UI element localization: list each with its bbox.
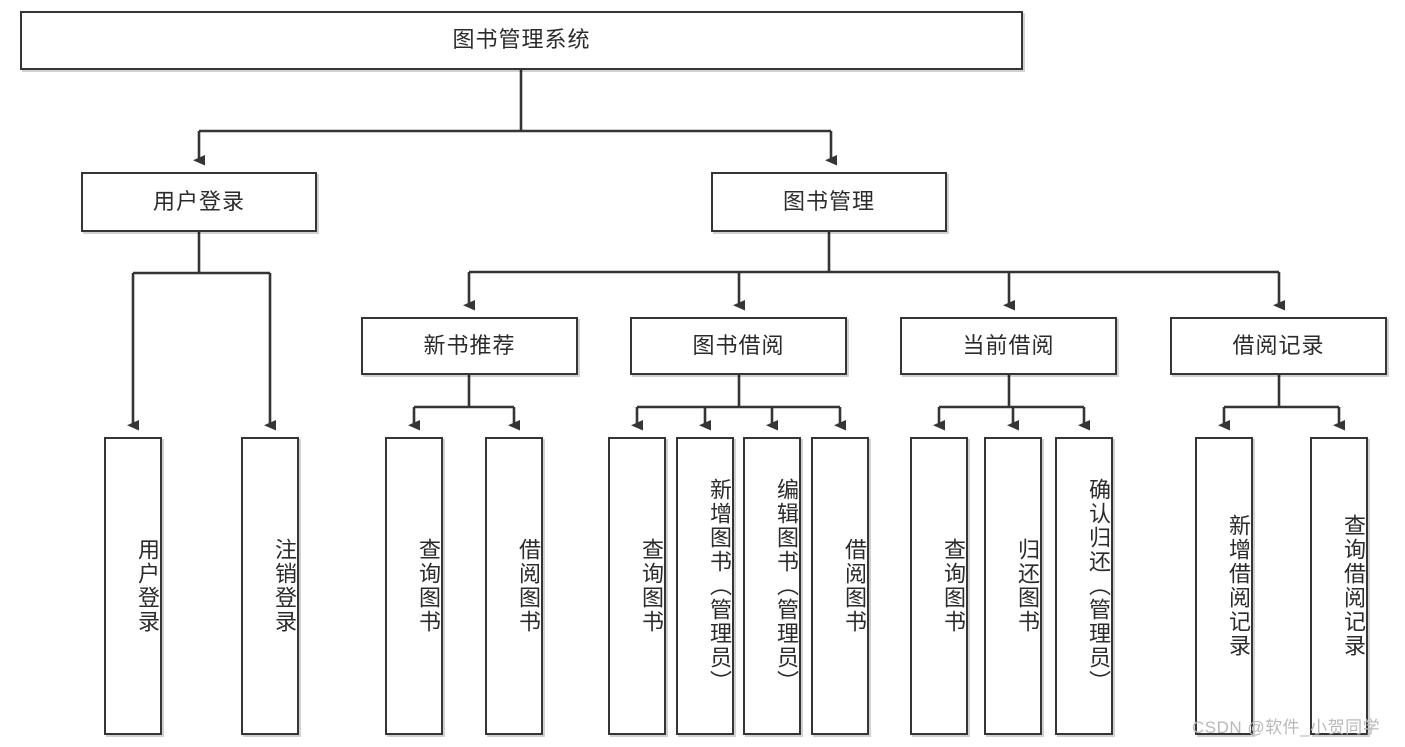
node-user-login-label: 用户登录 bbox=[152, 188, 245, 214]
node-borrow-record-label: 借阅记录 bbox=[1232, 332, 1325, 358]
node-leaf-borrow-book-recommend[interactable]: 借阅图书 bbox=[485, 437, 543, 735]
node-leaf-query-book-current-label: 查询图书 bbox=[941, 538, 966, 634]
node-leaf-add-borrow-record[interactable]: 新增借阅记录 bbox=[1195, 437, 1253, 735]
node-leaf-user-logout-label: 注销登录 bbox=[272, 538, 297, 634]
node-leaf-query-borrow-record[interactable]: 查询借阅记录 bbox=[1310, 437, 1368, 735]
node-leaf-add-book-admin[interactable]: 新增图书（管理员） bbox=[676, 437, 734, 735]
node-leaf-borrow-book-recommend-label: 借阅图书 bbox=[516, 538, 541, 634]
node-leaf-add-book-admin-label: 新增图书（管理员） bbox=[707, 478, 732, 694]
node-book-management-label: 图书管理 bbox=[782, 188, 875, 214]
node-leaf-user-login-label: 用户登录 bbox=[135, 538, 160, 634]
node-root-label: 图书管理系统 bbox=[452, 27, 591, 53]
node-leaf-query-book-recommend-label: 查询图书 bbox=[416, 538, 441, 634]
node-book-borrow[interactable]: 图书借阅 bbox=[630, 317, 847, 375]
node-leaf-edit-book-admin-label: 编辑图书（管理员） bbox=[774, 478, 799, 694]
node-leaf-borrow-book-label: 借阅图书 bbox=[842, 538, 867, 634]
node-leaf-return-book-label: 归还图书 bbox=[1015, 538, 1040, 634]
node-leaf-add-borrow-record-label: 新增借阅记录 bbox=[1226, 514, 1251, 658]
node-current-borrow[interactable]: 当前借阅 bbox=[900, 317, 1117, 375]
node-book-borrow-label: 图书借阅 bbox=[692, 332, 785, 358]
node-new-book-recommend[interactable]: 新书推荐 bbox=[361, 317, 578, 375]
node-leaf-query-book-recommend[interactable]: 查询图书 bbox=[385, 437, 443, 735]
node-leaf-borrow-book[interactable]: 借阅图书 bbox=[811, 437, 869, 735]
node-current-borrow-label: 当前借阅 bbox=[962, 332, 1055, 358]
node-leaf-edit-book-admin[interactable]: 编辑图书（管理员） bbox=[743, 437, 801, 735]
node-leaf-query-book-borrow-label: 查询图书 bbox=[639, 538, 664, 634]
node-leaf-query-book-current[interactable]: 查询图书 bbox=[910, 437, 968, 735]
node-user-login[interactable]: 用户登录 bbox=[81, 172, 317, 232]
node-new-book-recommend-label: 新书推荐 bbox=[423, 332, 516, 358]
node-leaf-confirm-return-admin[interactable]: 确认归还（管理员） bbox=[1055, 437, 1113, 735]
node-book-management[interactable]: 图书管理 bbox=[711, 172, 947, 232]
node-root[interactable]: 图书管理系统 bbox=[20, 11, 1023, 70]
node-leaf-confirm-return-admin-label: 确认归还（管理员） bbox=[1086, 478, 1111, 694]
node-leaf-query-book-borrow[interactable]: 查询图书 bbox=[608, 437, 666, 735]
node-leaf-user-logout[interactable]: 注销登录 bbox=[241, 437, 299, 735]
node-leaf-query-borrow-record-label: 查询借阅记录 bbox=[1341, 514, 1366, 658]
node-leaf-return-book[interactable]: 归还图书 bbox=[984, 437, 1042, 735]
node-borrow-record[interactable]: 借阅记录 bbox=[1170, 317, 1387, 375]
node-leaf-user-login[interactable]: 用户登录 bbox=[104, 437, 162, 735]
